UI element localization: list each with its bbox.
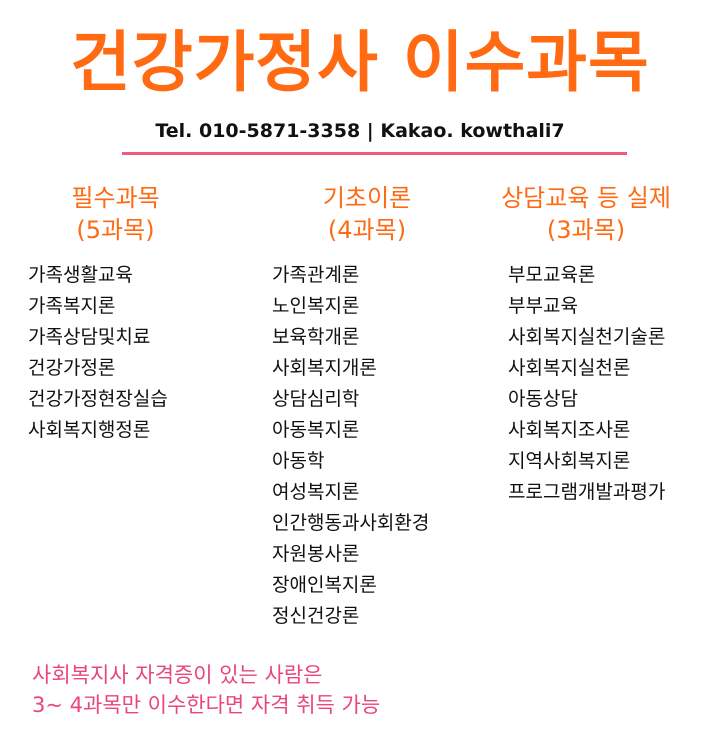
footnote: 사회복지사 자격증이 있는 사람은 3~ 4과목만 이수한다면 자격 취득 가능: [32, 660, 380, 720]
page-title: 건강가정사 이수과목: [70, 24, 650, 101]
course-item: 가족관계론: [272, 264, 360, 286]
course-item: 사회복지실천론: [508, 357, 631, 379]
course-item: 여성복지론: [272, 481, 360, 503]
course-item: 사회복지개론: [272, 357, 377, 379]
column-heading-title: 필수과목: [71, 184, 160, 212]
column-heading: 상담교육 등 실제 (3과목): [486, 182, 686, 246]
course-item: 상담심리학: [272, 388, 360, 410]
column-heading-count: (3과목): [546, 216, 626, 244]
column-heading-count: (5과목): [76, 216, 155, 244]
course-item: 부부교육: [508, 295, 578, 317]
course-item: 가족상담및치료: [28, 326, 151, 348]
course-item: 보육학개론: [272, 326, 360, 348]
title-divider: [122, 152, 627, 155]
course-item: 사회복지행정론: [28, 419, 151, 441]
contact-info: Tel. 010-5871-3358 | Kakao. kowthali7: [155, 120, 565, 142]
course-item: 부모교육론: [508, 264, 596, 286]
course-item: 가족복지론: [28, 295, 116, 317]
course-item: 인간행동과사회환경: [272, 512, 430, 534]
course-list: 가족관계론 노인복지론 보육학개론 사회복지개론 상담심리학 아동복지론 아동학…: [272, 260, 492, 632]
course-item: 아동학: [272, 450, 325, 472]
column-basic-theory: 기초이론 (4과목) 가족관계론 노인복지론 보육학개론 사회복지개론 상담심리…: [272, 182, 492, 632]
course-list: 부모교육론 부부교육 사회복지실천기술론 사회복지실천론 아동상담 사회복지조사…: [508, 260, 720, 508]
column-heading: 필수과목 (5과목): [28, 182, 203, 246]
column-required-courses: 필수과목 (5과목) 가족생활교육 가족복지론 가족상담및치료 건강가정론 건강…: [28, 182, 228, 446]
column-heading: 기초이론 (4과목): [272, 182, 462, 246]
course-item: 정신건강론: [272, 605, 360, 627]
column-heading-count: (4과목): [327, 216, 407, 244]
course-list: 가족생활교육 가족복지론 가족상담및치료 건강가정론 건강가정현장실습 사회복지…: [28, 260, 228, 446]
course-item: 프로그램개발과평가: [508, 481, 666, 503]
course-item: 가족생활교육: [28, 264, 133, 286]
course-item: 건강가정현장실습: [28, 388, 168, 410]
course-item: 자원봉사론: [272, 543, 360, 565]
footnote-line: 3~ 4과목만 이수한다면 자격 취득 가능: [32, 693, 381, 717]
course-item: 아동복지론: [272, 419, 360, 441]
course-item: 장애인복지론: [272, 574, 377, 596]
course-item: 지역사회복지론: [508, 450, 631, 472]
column-heading-title: 상담교육 등 실제: [501, 184, 671, 212]
column-heading-title: 기초이론: [322, 184, 412, 212]
course-item: 사회복지조사론: [508, 419, 631, 441]
course-item: 건강가정론: [28, 357, 116, 379]
column-counseling-practice: 상담교육 등 실제 (3과목) 부모교육론 부부교육 사회복지실천기술론 사회복…: [501, 182, 720, 508]
footnote-line: 사회복지사 자격증이 있는 사람은: [32, 663, 323, 687]
course-item: 아동상담: [508, 388, 578, 410]
course-item: 사회복지실천기술론: [508, 326, 666, 348]
course-item: 노인복지론: [272, 295, 360, 317]
